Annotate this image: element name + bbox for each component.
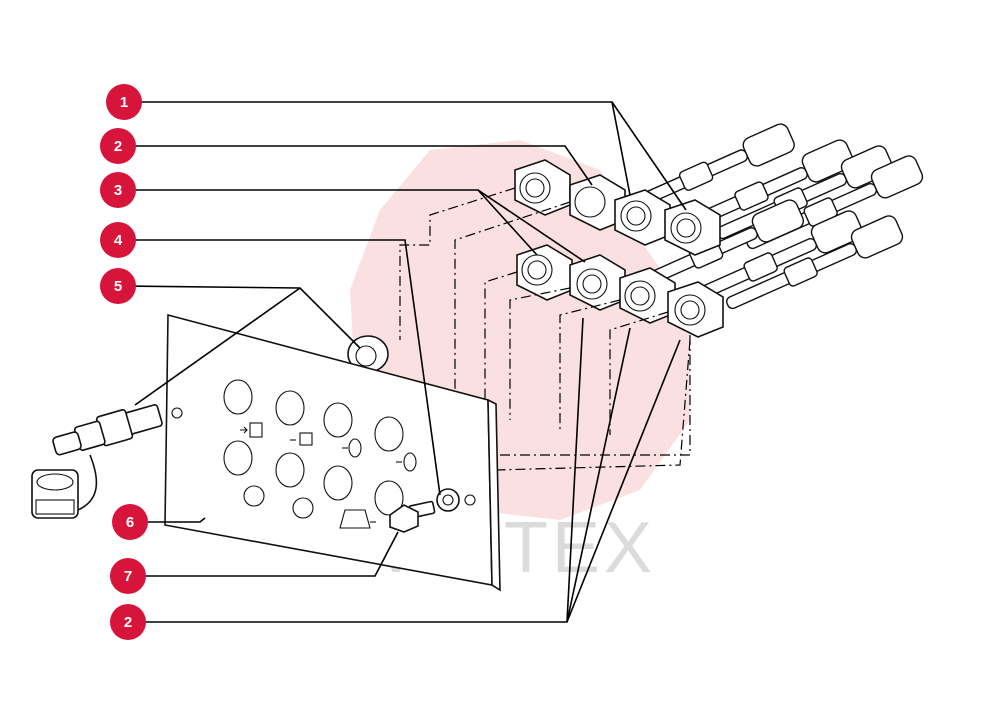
callout-4[interactable]: 4 (100, 222, 136, 258)
bolt (389, 500, 436, 533)
leader-lines (119, 101, 687, 623)
svg-text:2: 2 (114, 138, 122, 155)
callout-6[interactable]: 6 (112, 504, 148, 540)
nut-upper-2 (569, 174, 626, 231)
svg-text:2: 2 (124, 614, 132, 631)
callout-2-lower[interactable]: 2 (110, 604, 146, 640)
svg-text:1: 1 (120, 94, 128, 111)
svg-text:5: 5 (114, 278, 122, 295)
washer (436, 488, 460, 512)
svg-text:6: 6 (126, 514, 134, 531)
svg-text:3: 3 (114, 182, 122, 199)
svg-text:7: 7 (124, 568, 132, 585)
panel-screw-hole-right (464, 494, 476, 506)
panel-screw-hole-left (171, 407, 183, 419)
panel-symbols (240, 422, 417, 529)
nut-lower-4 (667, 281, 724, 338)
nut-upper-4 (664, 199, 721, 256)
callout-7[interactable]: 7 (110, 558, 146, 594)
assembly-lines (179, 187, 691, 471)
callout-5[interactable]: 5 (100, 268, 136, 304)
fitting-nuts (347, 159, 724, 373)
callout-2[interactable]: 2 (100, 128, 136, 164)
svg-text:4: 4 (114, 232, 123, 249)
panel-holes (223, 379, 404, 516)
callout-3[interactable]: 3 (100, 172, 136, 208)
callout-1[interactable]: 1 (106, 84, 142, 120)
elbow-fitting (31, 404, 163, 519)
